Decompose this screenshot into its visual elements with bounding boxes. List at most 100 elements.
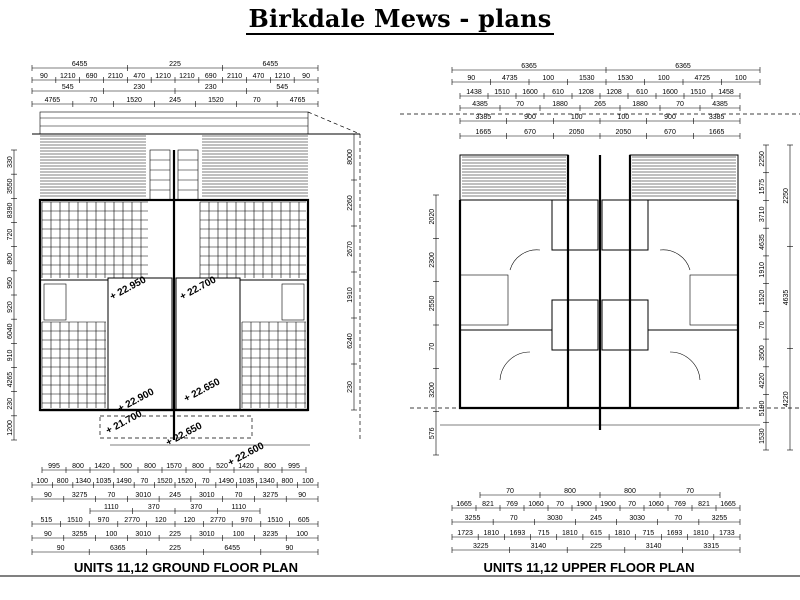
dimension-label: 2550: [429, 295, 436, 311]
dimension-label: 6040: [7, 323, 14, 339]
dimension-label: 1210: [274, 73, 290, 80]
dimension-label: 2050: [616, 129, 632, 136]
dimension-label: 900: [524, 114, 536, 121]
dimension-label: 769: [506, 501, 518, 508]
dimension-label: 100: [233, 531, 245, 538]
dimension-label: 800: [282, 478, 294, 485]
page-title-text: Birkdale Mews - plans: [246, 4, 554, 35]
dimension-label: 605: [298, 517, 310, 524]
dimension-label: 6365: [521, 63, 537, 70]
dimension-label: 230: [205, 84, 217, 91]
dimension-label: 610: [636, 89, 648, 96]
dimension-label: 1490: [218, 478, 234, 485]
dimension-label: 1600: [522, 89, 538, 96]
dimension-label: 1210: [60, 73, 76, 80]
dimension-label: 90: [57, 545, 65, 552]
dimension-label: 3255: [72, 531, 88, 538]
dimension-label: 470: [253, 73, 265, 80]
dimension-label: 70: [510, 515, 518, 522]
dimension-label: 3550: [7, 178, 14, 194]
dimension-label: 3010: [135, 492, 151, 499]
dimension-label: 2770: [124, 517, 140, 524]
dimension-label: 245: [169, 97, 181, 104]
ground-floor-plan: [32, 111, 361, 446]
dimension-label: 1520: [208, 97, 224, 104]
dimension-label: 520: [216, 463, 228, 470]
page-title: Birkdale Mews - plans: [0, 4, 800, 35]
dimension-label: 1600: [662, 89, 678, 96]
dimension-label: 3500: [759, 345, 766, 361]
dimension-label: 3275: [263, 492, 279, 499]
dimension-label: 4735: [502, 75, 518, 82]
dimension-label: 3385: [709, 114, 725, 121]
dimension-label: 2250: [759, 151, 766, 167]
dimension-label: 70: [235, 492, 243, 499]
dimension-label: 1208: [578, 89, 594, 96]
dimension-label: 615: [590, 530, 602, 537]
level-marker-label: + 22.650: [164, 420, 204, 448]
dimension-label: 920: [7, 301, 14, 313]
dimension-label: 576: [429, 427, 436, 439]
dimension-label: 2670: [347, 241, 354, 257]
dimension-label: 1110: [104, 504, 119, 511]
dimension-label: 1210: [155, 73, 171, 80]
dimension-label: 4765: [290, 97, 306, 104]
dimension-label: 690: [205, 73, 217, 80]
level-marker-label: + 22.700: [178, 274, 218, 302]
dimension-label: 3010: [199, 531, 215, 538]
dimension-label: 545: [276, 84, 288, 91]
dimension-label: 90: [44, 492, 52, 499]
dimension-label: 3385: [476, 114, 492, 121]
dimension-label: 821: [698, 501, 710, 508]
dimension-label: 1520: [157, 478, 173, 485]
dimension-label: 1693: [667, 530, 683, 537]
dimension-label: 1900: [576, 501, 592, 508]
dimension-label: 1570: [166, 463, 182, 470]
dimension-label: 3225: [473, 543, 489, 550]
dimension-label: 900: [664, 114, 676, 121]
dimension-label: 995: [288, 463, 300, 470]
dimension-label: 1810: [614, 530, 630, 537]
dimension-label: 70: [89, 97, 97, 104]
dimension-label: 1810: [693, 530, 709, 537]
dimension-label: 470: [133, 73, 145, 80]
dimension-label: 4725: [694, 75, 710, 82]
dimension-label: 6365: [110, 545, 126, 552]
dimension-label: 230: [7, 398, 14, 410]
dimension-label: 800: [564, 488, 576, 495]
dimension-label: 70: [516, 101, 524, 108]
dimension-label: 800: [144, 463, 156, 470]
dimension-label: 3030: [629, 515, 645, 522]
dimension-label: 690: [86, 73, 98, 80]
dimension-label: 2050: [569, 129, 585, 136]
dimension-label: 6240: [347, 333, 354, 349]
dimension-label: 715: [643, 530, 655, 537]
dimension-label: 3255: [465, 515, 481, 522]
dimension-label: 70: [676, 101, 684, 108]
dimension-label: 970: [98, 517, 110, 524]
dimension-label: 245: [590, 515, 602, 522]
dimension-label: 3200: [429, 382, 436, 398]
dimension-label: 1575: [759, 179, 766, 195]
dimension-label: 1510: [690, 89, 706, 96]
dimension-label: 2260: [347, 195, 354, 211]
dimension-label: 1880: [552, 101, 568, 108]
dimension-label: 370: [190, 504, 202, 511]
dimension-label: 1438: [466, 89, 482, 96]
dimension-label: 1035: [239, 478, 255, 485]
dimension-label: 245: [169, 492, 181, 499]
dimension-label: 1420: [94, 463, 110, 470]
dimension-label: 1340: [75, 478, 91, 485]
dimension-label: 330: [7, 156, 14, 168]
dimension-label: 100: [36, 478, 48, 485]
dimension-label: 1520: [126, 97, 142, 104]
